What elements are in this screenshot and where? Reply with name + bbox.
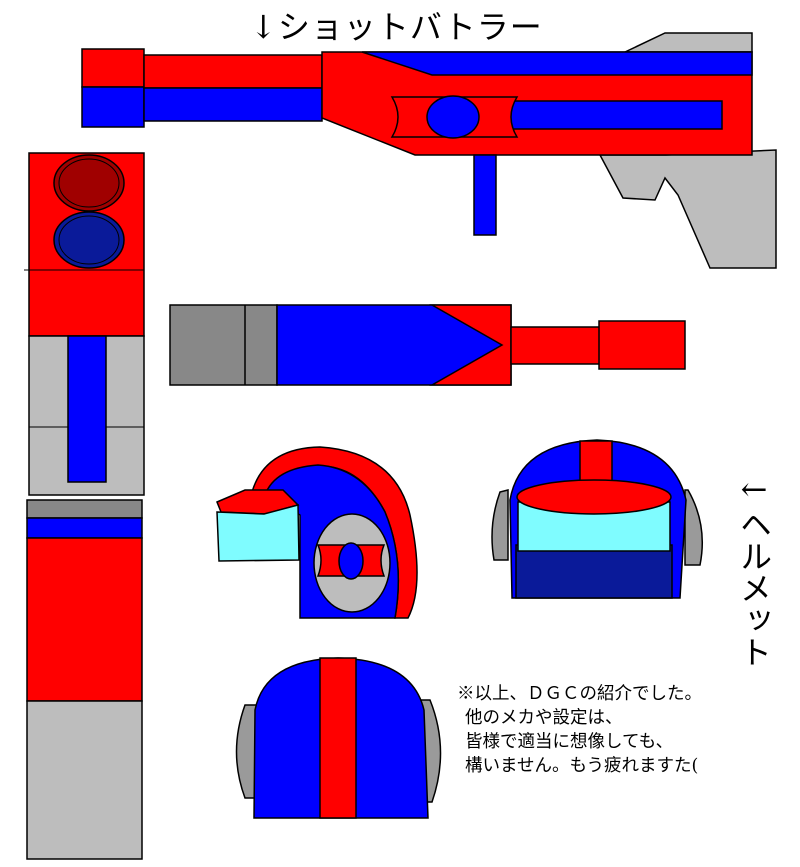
helmet-front-visor-brim (516, 479, 672, 515)
helmet-front-view (491, 439, 703, 599)
rod-red-tip (598, 320, 686, 370)
side-module-blue-band (26, 517, 143, 539)
gun-barrel-blue (143, 87, 323, 122)
gun-side-stripe (504, 100, 723, 130)
gun-muzzle-blue (81, 86, 145, 128)
rod-weapon (169, 304, 686, 386)
note-line: ※以上、ＤＧＣの紹介でした。 (457, 684, 702, 704)
side-module-gray-base (26, 700, 143, 860)
helmet-back-stripe (319, 657, 357, 819)
helmet-front-left-ear (491, 489, 509, 561)
gun-grip (598, 149, 777, 269)
gun-muzzle-red (81, 48, 145, 88)
helmet-front-visor-dark (515, 544, 673, 599)
side-module-blue-light (53, 211, 125, 269)
note-line: 他のメカや設定は、 (465, 708, 623, 728)
side-module-cap (26, 499, 143, 519)
side-module-red-light (53, 154, 125, 212)
helmet-side-ear-gem (338, 542, 364, 580)
side-module-upper (24, 152, 145, 496)
helmet-front-right-ear (684, 489, 703, 566)
gun-emblem-gem (426, 95, 480, 139)
closing-note: ※以上、ＤＧＣの紹介でした。 他のメカや設定は、 皆様で適当に想像しても、 構い… (457, 682, 702, 778)
gun-body-blue-stripe (361, 51, 753, 76)
rod-red-wedge (429, 304, 512, 386)
helmet-side-view (216, 446, 418, 619)
rod-red-shaft (510, 326, 602, 365)
gun-post (473, 154, 497, 236)
helmet-caption: ←ヘルメット (735, 470, 773, 668)
shot-battler-gun (81, 32, 777, 269)
side-module-lower (26, 499, 143, 860)
side-module-red-body (26, 537, 143, 702)
gun-barrel-red (143, 54, 323, 89)
gun-hammer (624, 32, 753, 53)
shot-battler-caption: ↓ショットバトラー (250, 8, 543, 46)
note-line: 皆様で適当に想像しても、 (465, 732, 674, 752)
helmet-back-view (235, 657, 442, 819)
helmet-side-visor (216, 504, 300, 562)
rod-gray-grip (169, 304, 278, 386)
side-module-blue-bar (67, 335, 107, 483)
note-line: 構いません。もう疲れますた( (465, 756, 699, 776)
